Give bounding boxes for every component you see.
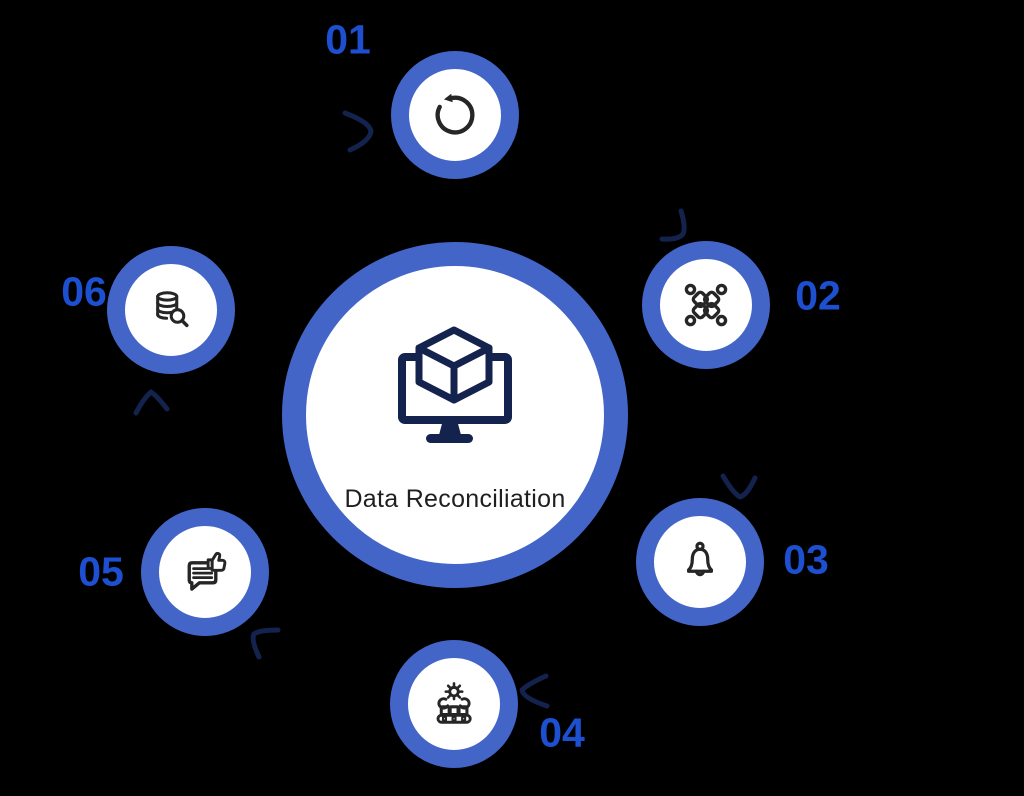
database-search-icon [156, 291, 189, 328]
node-04-automation [390, 640, 518, 768]
refresh-icon [435, 93, 475, 135]
step-number-04: 04 [539, 709, 585, 756]
notification-bell-icon [687, 541, 713, 577]
chevron-02-to-03-icon [720, 473, 758, 500]
step-number-06: 06 [61, 268, 107, 315]
center-hub-circle: Data Reconciliation [282, 242, 628, 588]
integration-puzzle-icon [684, 283, 728, 327]
center-label: Data Reconciliation [344, 485, 566, 513]
node-03-notification [636, 498, 764, 626]
node-05-feedback [141, 508, 269, 636]
node-06-data-search [107, 246, 235, 374]
automation-conveyor-icon [436, 682, 472, 724]
chevron-01-to-02-icon [659, 208, 687, 242]
chevron-05-to-06-icon [133, 389, 170, 416]
step-number-03: 03 [783, 536, 829, 583]
step-number-02: 02 [795, 272, 841, 319]
chevron-03-to-04-icon [519, 673, 550, 709]
node-01-refresh [391, 51, 519, 179]
step-number-05: 05 [78, 548, 124, 595]
chevron-04-to-05-icon [250, 627, 281, 660]
step-number-01: 01 [325, 16, 371, 63]
monitor-cube-icon [398, 326, 512, 443]
feedback-chat-thumbs-up-icon [187, 552, 227, 591]
chevron-06-to-01-icon [342, 110, 374, 153]
node-02-integration [642, 241, 770, 369]
